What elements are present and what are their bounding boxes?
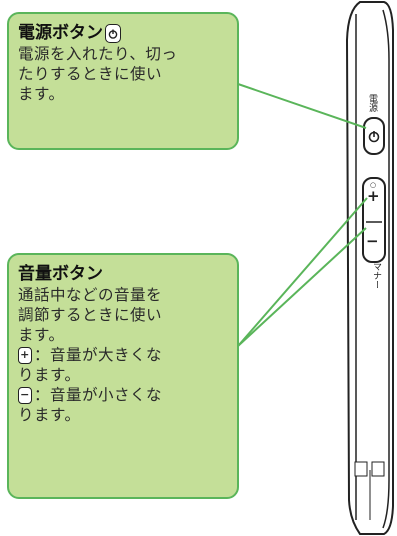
power-body-line: たりするときに使い: [18, 65, 163, 83]
power-callout-body: 電源を入れたり、切っ たりするときに使い ます。: [18, 44, 229, 104]
minus-desc-line: ります。: [18, 406, 81, 424]
minus-key-row: − ：音量が小さくな: [18, 385, 229, 405]
volume-plus-symbol: +: [367, 187, 380, 205]
volume-connector-minus: [237, 227, 367, 347]
plus-key-row: + ：音量が大きくな: [18, 345, 229, 365]
power-callout-title-text: 電源ボタン: [18, 23, 103, 43]
power-callout-title: 電源ボタン: [18, 22, 229, 44]
plus-key-icon: +: [18, 346, 32, 364]
volume-button[interactable]: [362, 177, 386, 263]
volume-body-line: 調節するときに使い: [18, 306, 163, 324]
volume-minus-symbol: −: [366, 232, 379, 250]
volume-callout: 音量ボタン 通話中などの音量を 調節するときに使い ます。 + ：音量が大きくな…: [7, 253, 239, 499]
power-callout: 電源ボタン 電源を入れたり、切っ たりするときに使い ます。: [7, 12, 239, 150]
volume-callout-title: 音量ボタン: [18, 263, 229, 285]
power-body-line: ます。: [18, 85, 65, 103]
plus-desc-line: ります。: [18, 366, 81, 384]
minus-key-icon: −: [18, 386, 32, 404]
plus-desc-line: ：音量が大きくな: [34, 346, 163, 364]
volume-dot: ○: [370, 181, 377, 189]
volume-connector-plus: [237, 197, 368, 347]
volume-callout-title-text: 音量ボタン: [18, 264, 103, 284]
volume-body-line: ます。: [18, 326, 65, 344]
manner-label: マナー: [371, 262, 381, 289]
power-connector: [237, 83, 367, 129]
volume-body-line: 通話中などの音量を: [18, 286, 163, 304]
power-button[interactable]: [363, 117, 385, 155]
power-label: 電源: [367, 94, 377, 112]
power-body-line: 電源を入れたり、切っ: [18, 45, 178, 63]
minus-desc-line: ：音量が小さくな: [34, 386, 163, 404]
volume-callout-body: 通話中などの音量を 調節するときに使い ます。 + ：音量が大きくな ります。 …: [18, 285, 229, 425]
power-icon: [105, 23, 121, 43]
